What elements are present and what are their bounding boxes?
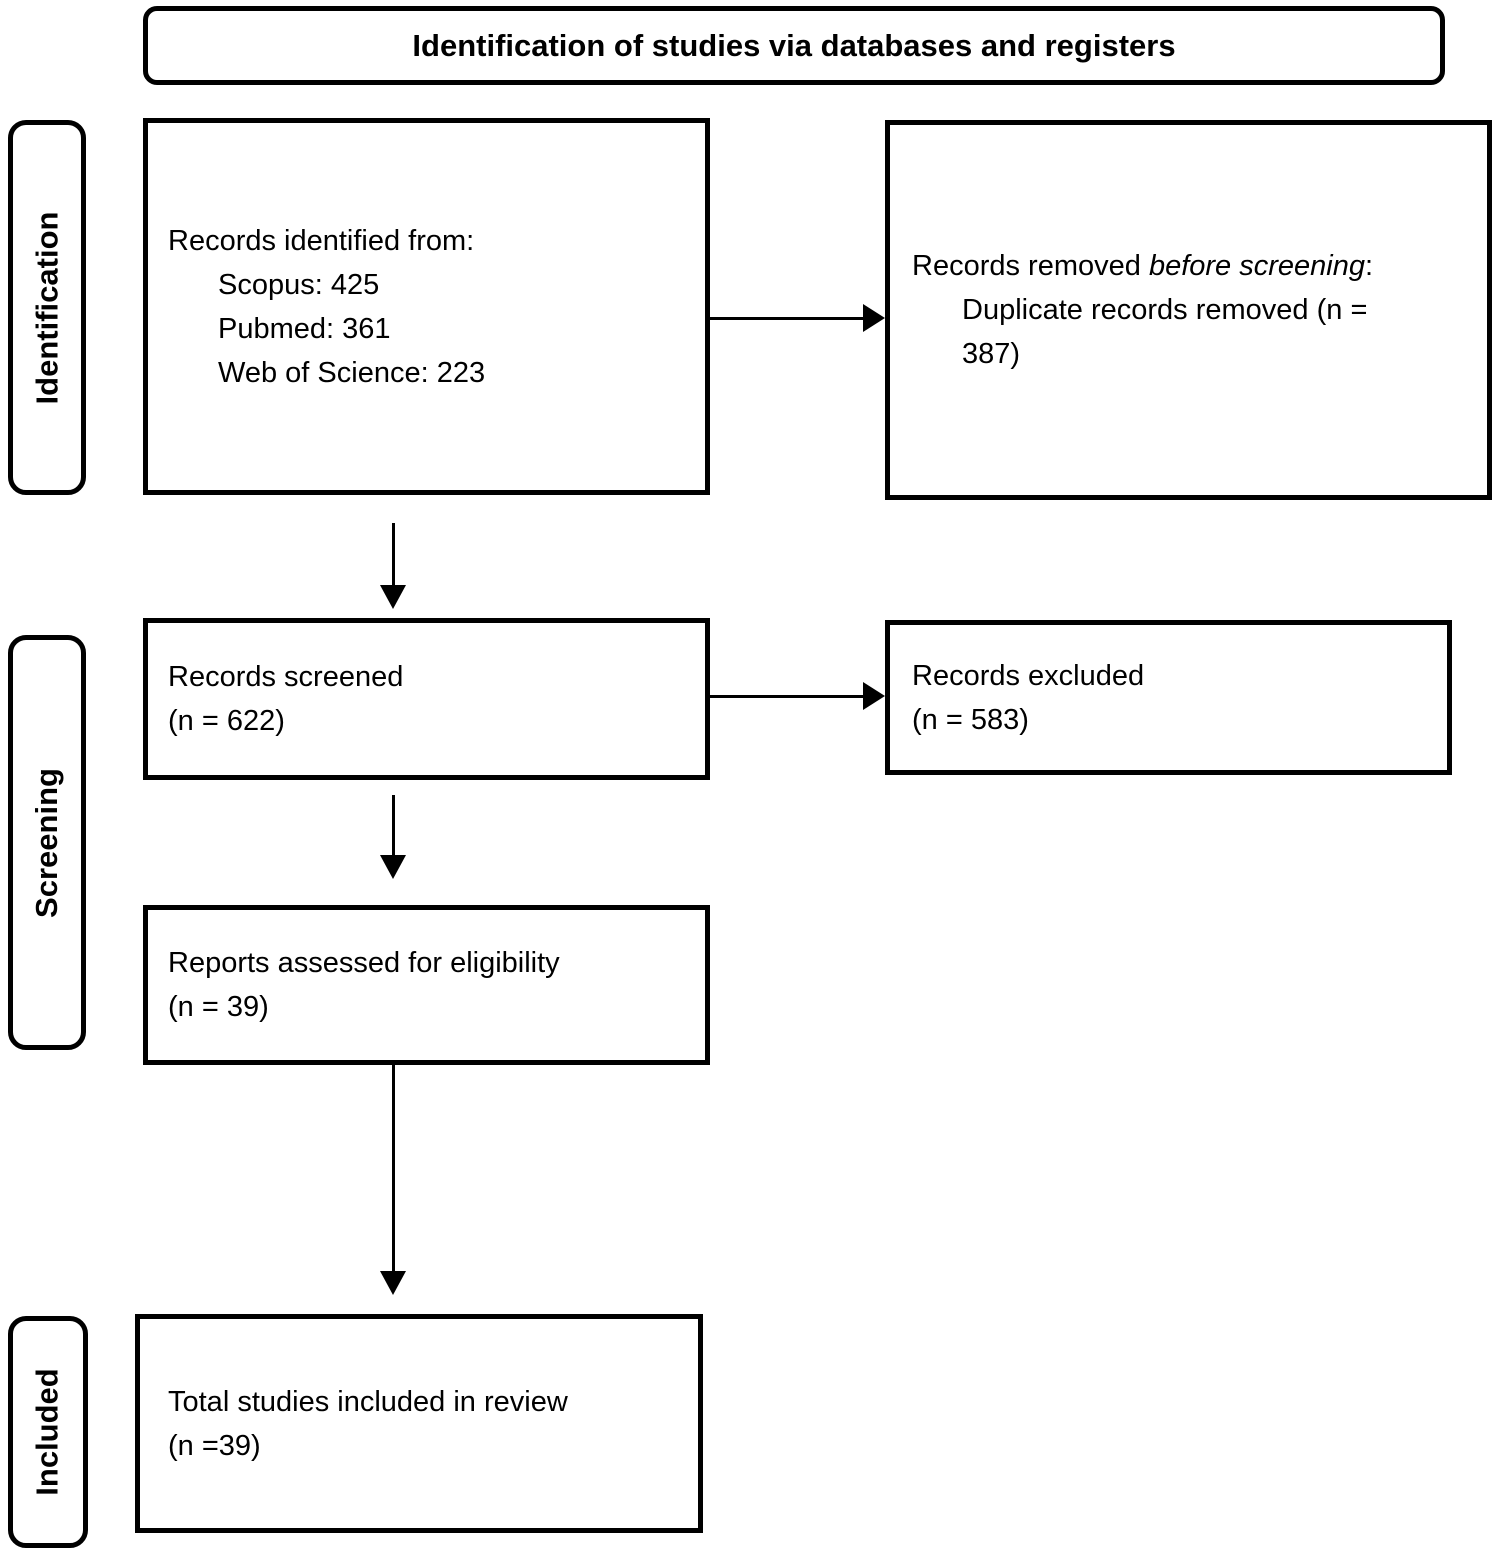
reports-assessed-box: Reports assessed for eligibility (n = 39… bbox=[143, 905, 710, 1065]
arrowhead-right-icon bbox=[863, 682, 885, 710]
box-text-line: (n =39) bbox=[168, 1429, 261, 1462]
box-text-line: Duplicate records removed (n = bbox=[962, 294, 1368, 326]
box-text-line: Reports assessed for eligibility bbox=[168, 947, 560, 979]
records-removed-prefix: Records removed bbox=[912, 250, 1149, 282]
arrow-line bbox=[392, 523, 395, 585]
phase-label-identification-text: Identification bbox=[29, 211, 65, 404]
arrowhead-right-icon bbox=[863, 304, 885, 332]
box-text-line: 387) bbox=[962, 338, 1021, 370]
records-removed-suffix: : bbox=[1364, 250, 1374, 282]
records-removed-italic: before screening bbox=[1148, 250, 1365, 282]
box-text-line: Records identified from: bbox=[168, 224, 475, 257]
studies-included-box: Total studies included in review (n =39) bbox=[135, 1314, 703, 1533]
arrow-line bbox=[392, 1065, 395, 1273]
records-identified-box: Records identified from: Scopus: 425 Pub… bbox=[143, 118, 710, 495]
records-screened-box: Records screened (n = 622) bbox=[143, 618, 710, 780]
phase-label-screening-text: Screening bbox=[29, 767, 65, 918]
arrowhead-down-icon bbox=[380, 585, 406, 609]
arrow-line bbox=[392, 795, 395, 857]
box-text-line: (n = 622) bbox=[168, 705, 285, 737]
box-text-line: (n = 583) bbox=[912, 703, 1029, 736]
box-text-line: Pubmed: 361 bbox=[218, 312, 391, 345]
box-text-line: Web of Science: 223 bbox=[218, 356, 486, 389]
box-text-line: (n = 39) bbox=[168, 991, 269, 1023]
box-text-line: Scopus: 425 bbox=[218, 268, 380, 301]
phase-label-included: Included bbox=[8, 1316, 88, 1548]
arrowhead-down-icon bbox=[380, 855, 406, 879]
box-text-line: Total studies included in review bbox=[168, 1385, 568, 1418]
box-text-line: Records removed before screening: bbox=[912, 244, 1477, 288]
phase-label-identification: Identification bbox=[8, 120, 86, 495]
records-excluded-box: Records excluded (n = 583) bbox=[885, 620, 1452, 775]
phase-label-screening: Screening bbox=[8, 635, 86, 1050]
box-text-line: Records excluded bbox=[912, 659, 1145, 692]
header-title: Identification of studies via databases … bbox=[412, 27, 1176, 63]
arrow-line bbox=[710, 317, 863, 320]
arrowhead-down-icon bbox=[380, 1271, 406, 1295]
header-title-box: Identification of studies via databases … bbox=[143, 6, 1445, 85]
box-text-line: Records screened bbox=[168, 661, 404, 693]
records-removed-box: Records removed before screening: Duplic… bbox=[885, 120, 1492, 500]
arrow-line bbox=[710, 695, 863, 698]
phase-label-included-text: Included bbox=[30, 1368, 66, 1496]
